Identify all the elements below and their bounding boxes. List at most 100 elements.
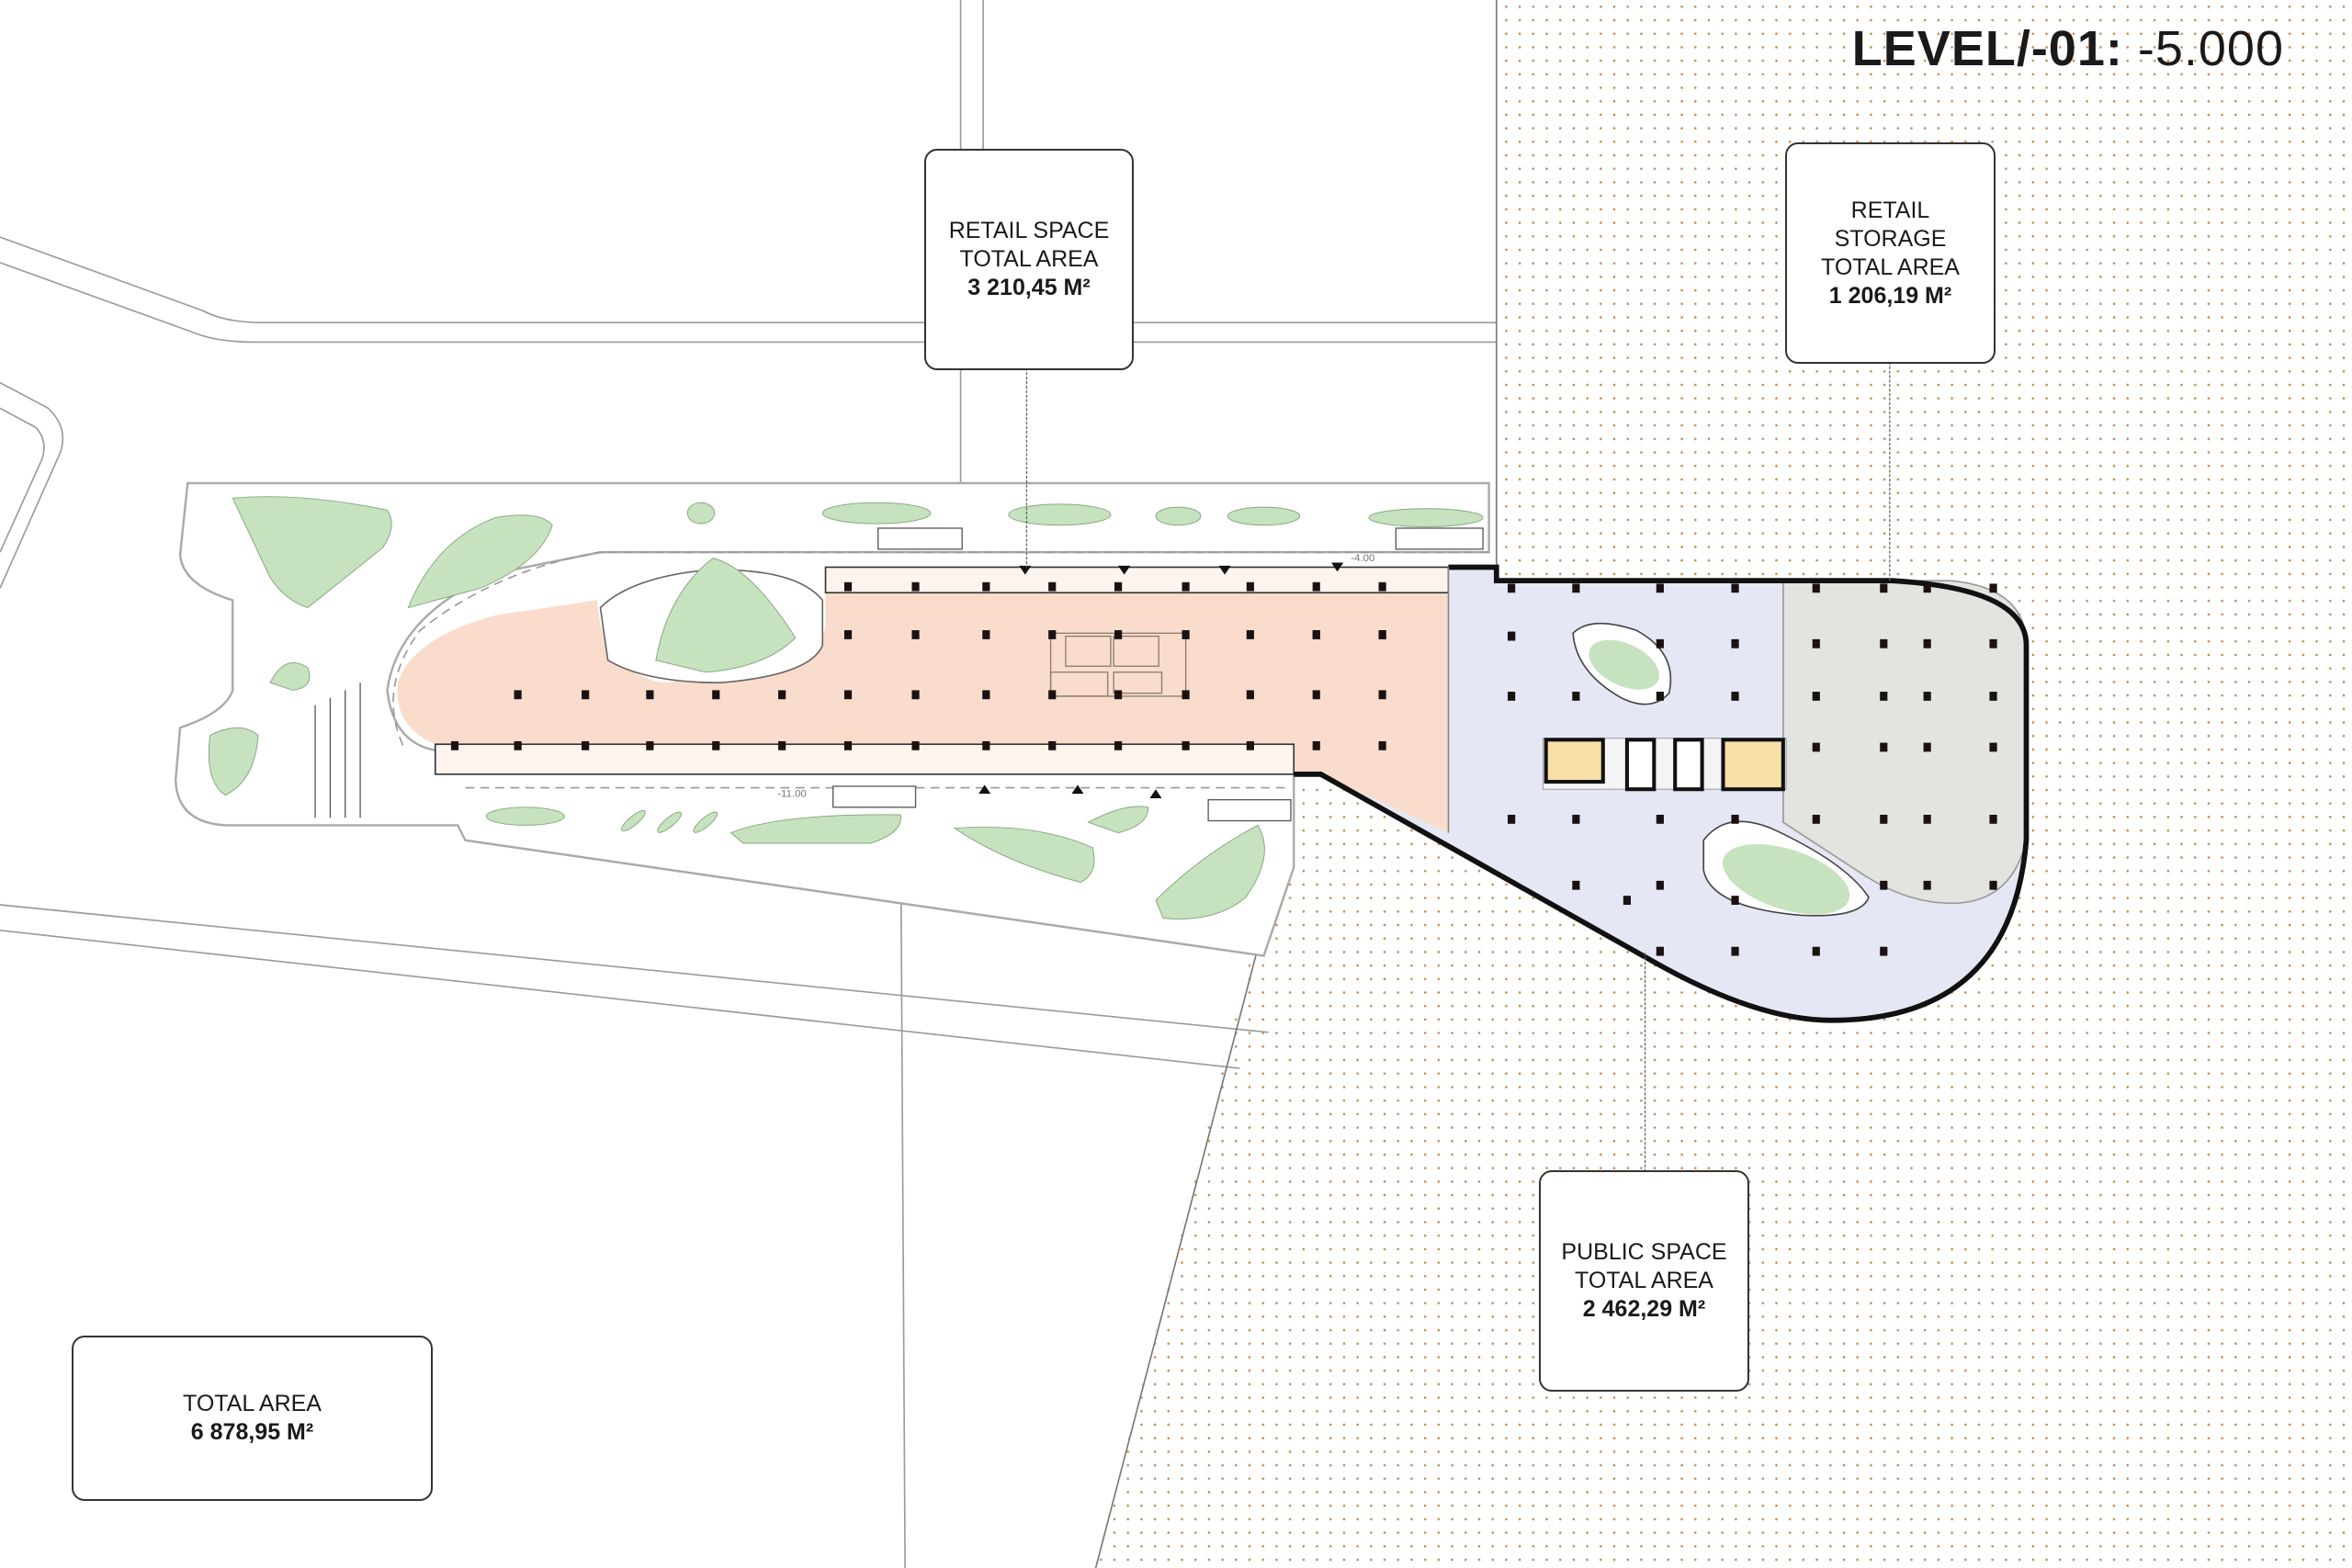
column [1312, 630, 1320, 639]
vertical-core [1542, 738, 1787, 792]
column [1246, 690, 1254, 700]
column [1246, 581, 1254, 592]
label-line: STORAGE [1834, 225, 1947, 252]
elevation-mark-upper: -4.00 [1351, 553, 1374, 564]
column [1312, 740, 1320, 750]
structural-columns [450, 581, 1997, 956]
column [843, 630, 853, 639]
column [1623, 896, 1632, 905]
column [1923, 814, 1931, 824]
column [1656, 880, 1664, 890]
column [1989, 742, 1997, 752]
column [1989, 583, 1997, 593]
column [1731, 692, 1739, 701]
leader-lines [1025, 361, 1891, 1171]
column [1508, 583, 1516, 593]
column [911, 581, 920, 592]
total-area-label: TOTAL AREA 6 878,95 M² [72, 1336, 433, 1501]
column [1378, 690, 1386, 700]
column [843, 581, 853, 592]
column [712, 740, 720, 750]
column [1182, 740, 1190, 750]
column [1731, 814, 1739, 824]
retail-storage-area [1782, 580, 2028, 905]
column [1923, 692, 1931, 701]
column [1812, 638, 1820, 649]
column [982, 581, 990, 592]
column [843, 690, 853, 700]
column [911, 690, 920, 700]
column [982, 630, 990, 639]
column [514, 690, 522, 700]
level-label: LEVEL/-01: [1851, 21, 2123, 76]
retail-storage-label: RETAIL STORAGE TOTAL AREA 1 206,19 M² [1785, 142, 1996, 364]
column [1114, 630, 1123, 639]
column [843, 740, 853, 750]
column [1182, 630, 1190, 639]
column [1246, 740, 1254, 750]
column [1572, 583, 1580, 593]
retail-space-label: RETAIL SPACE TOTAL AREA 3 210,45 M² [924, 149, 1134, 370]
column [582, 690, 590, 700]
column [1656, 692, 1664, 701]
planting-areas [208, 496, 1484, 919]
column [1989, 638, 1997, 649]
column [1812, 814, 1820, 824]
column [1114, 581, 1123, 592]
column [1989, 692, 1997, 701]
column [1656, 814, 1664, 824]
column [982, 690, 990, 700]
courtyard-planting [655, 558, 797, 673]
site-lines [0, 0, 1498, 1568]
column [1246, 630, 1254, 639]
area-value: 6 878,95 M² [190, 1419, 314, 1445]
column [1880, 880, 1888, 890]
building-outline [1294, 564, 2030, 1023]
column [1731, 583, 1739, 593]
column [1312, 690, 1320, 700]
column [1656, 638, 1664, 649]
column [1182, 581, 1190, 592]
column [1989, 880, 1997, 890]
retail-edge-strip [434, 743, 1295, 775]
elevation-mark-lower: -11.00 [777, 788, 807, 799]
column [1048, 581, 1057, 592]
column [1572, 814, 1580, 824]
column [911, 740, 920, 750]
column [1572, 880, 1580, 890]
column [911, 630, 920, 639]
column [1731, 638, 1739, 649]
column [1378, 630, 1386, 639]
column [1182, 690, 1190, 700]
area-value: 2 462,29 M² [1582, 1296, 1706, 1322]
column [514, 740, 522, 750]
column [1880, 742, 1888, 752]
column [646, 690, 654, 700]
column [1880, 638, 1888, 649]
column [982, 740, 990, 750]
entrance-markers [978, 562, 1344, 799]
area-value: 1 206,19 M² [1828, 282, 1952, 309]
column [1656, 946, 1664, 956]
label-line: TOTAL AREA [183, 1391, 322, 1416]
stair-blocks [314, 527, 1484, 822]
column [1378, 581, 1386, 592]
column [646, 740, 654, 750]
column [1812, 583, 1820, 593]
column [1880, 583, 1888, 593]
retail-edge-strip [824, 566, 1450, 594]
column [1312, 581, 1320, 592]
column [1378, 740, 1386, 750]
column [450, 740, 459, 750]
atrium-planting [1589, 639, 1659, 690]
column [1923, 742, 1931, 752]
column [1508, 692, 1516, 701]
column [1731, 946, 1739, 956]
column [1048, 690, 1057, 700]
column [1923, 880, 1931, 890]
column [712, 690, 720, 700]
column [1880, 692, 1888, 701]
column [1880, 814, 1888, 824]
column [582, 740, 590, 750]
